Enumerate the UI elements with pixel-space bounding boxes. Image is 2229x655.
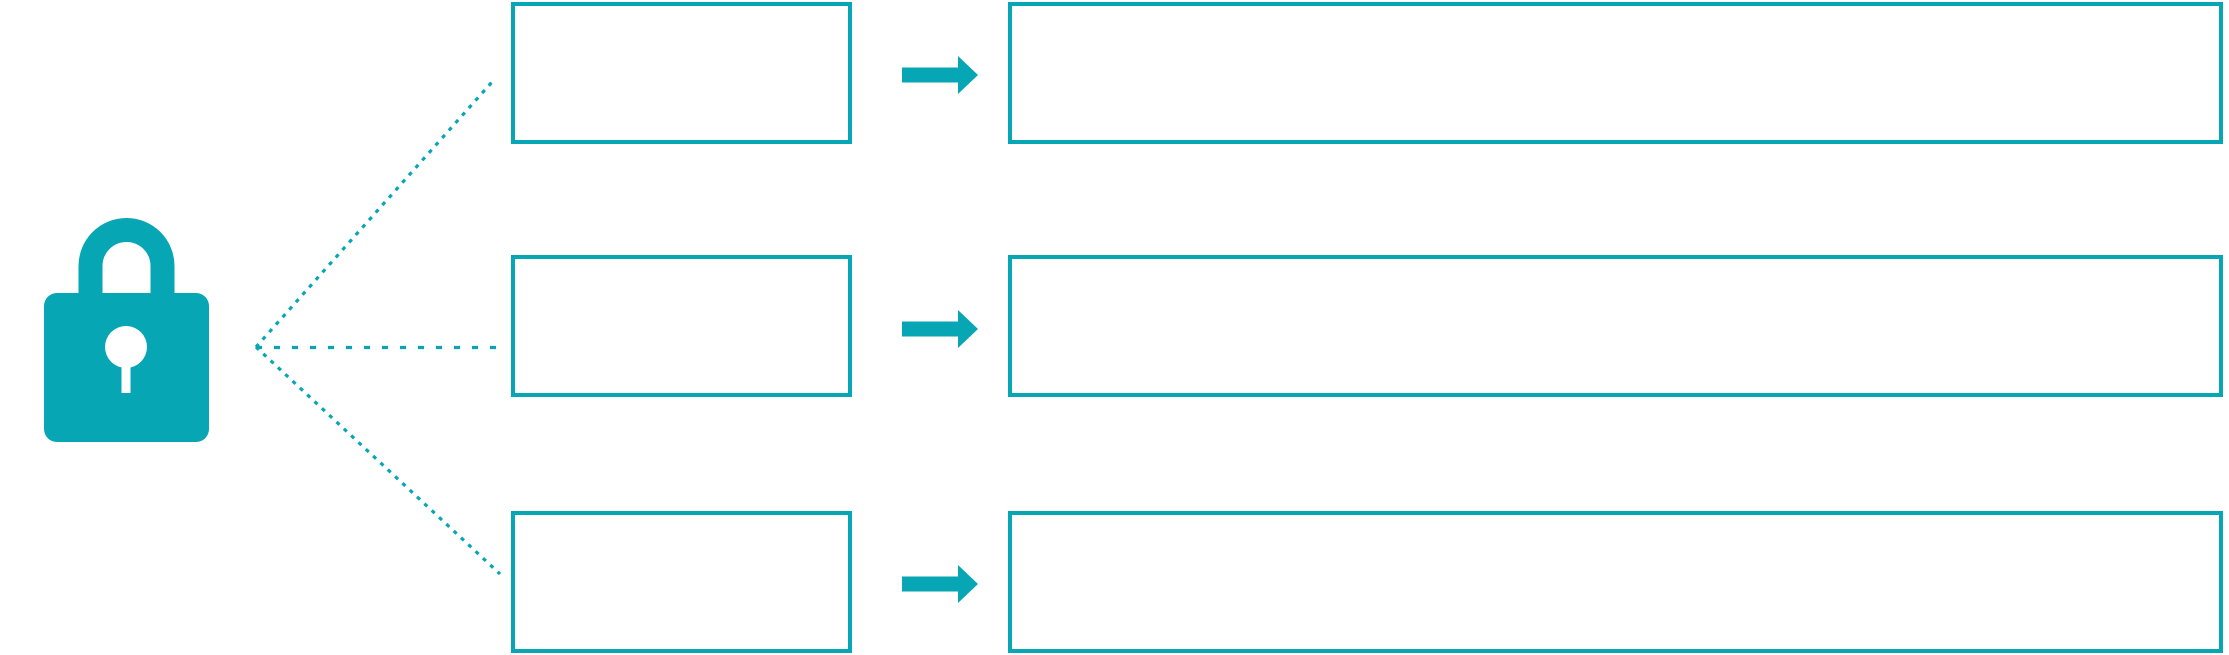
- input-box-2: [511, 255, 852, 397]
- result-box-1: [1008, 2, 2223, 144]
- arrow-right-icon: [902, 310, 978, 348]
- arrow-right-shape: [902, 565, 978, 603]
- connector-line-bottom: [254, 345, 502, 576]
- lock-icon: [44, 218, 209, 442]
- arrow-right-icon: [902, 565, 978, 603]
- result-box-2: [1008, 255, 2223, 397]
- input-box-3: [511, 511, 852, 653]
- arrow-right-shape: [902, 56, 978, 94]
- lock-shackle: [78, 218, 175, 306]
- lock-keyhole-stem: [121, 347, 131, 393]
- connector-line-top: [254, 80, 494, 349]
- arrow-right-icon: [902, 56, 978, 94]
- input-box-1: [511, 2, 852, 144]
- arrow-right-shape: [902, 310, 978, 348]
- result-box-3: [1008, 511, 2223, 653]
